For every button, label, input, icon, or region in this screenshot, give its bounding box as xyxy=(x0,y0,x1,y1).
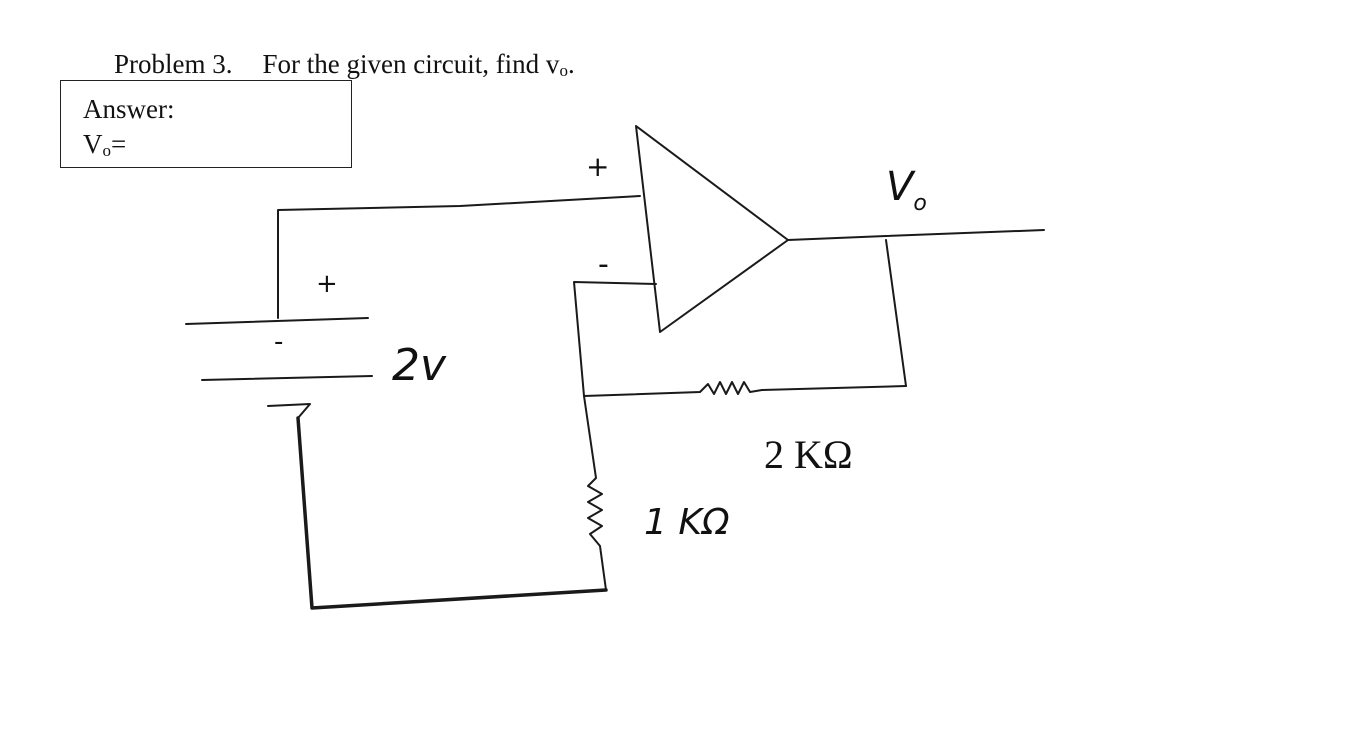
answer-box[interactable]: Answer: Vo= xyxy=(60,80,352,168)
battery-minus-sign: - xyxy=(274,327,283,357)
opamp-plus-sign: + xyxy=(586,150,609,183)
resistor-2k xyxy=(583,381,907,397)
answer-vo-label: Vo= xyxy=(83,129,127,160)
wire-battery-bottom xyxy=(267,403,311,419)
battery-plate-long xyxy=(185,317,369,325)
feedback-resistor-label: 2 KΩ xyxy=(764,432,853,477)
problem-text-subscript: o xyxy=(559,61,568,80)
wire-ground-return xyxy=(296,416,608,610)
answer-label: Answer: xyxy=(83,94,175,124)
wire-feedback-output xyxy=(885,239,907,387)
source-voltage-label: 2v xyxy=(392,340,447,391)
battery-plate-short xyxy=(201,375,373,381)
wire-output xyxy=(787,229,1045,241)
battery-plus-sign: + xyxy=(316,269,338,299)
wire-minus-input xyxy=(573,281,657,397)
opamp-triangle xyxy=(635,125,789,333)
problem-text: For the given circuit, find v xyxy=(262,49,560,79)
answer-vo-input[interactable] xyxy=(131,131,335,159)
opamp-minus-sign: - xyxy=(598,247,609,282)
problem-text-end: . xyxy=(567,49,575,79)
wire-plus-input xyxy=(277,195,641,319)
resistor-1k xyxy=(583,395,607,591)
output-label: Vo xyxy=(886,164,927,216)
ground-resistor-label: 1 KΩ xyxy=(644,502,730,543)
problem-statement: Problem 3. For the given circuit, find vo… xyxy=(114,47,575,81)
problem-number: Problem 3. xyxy=(114,49,233,79)
